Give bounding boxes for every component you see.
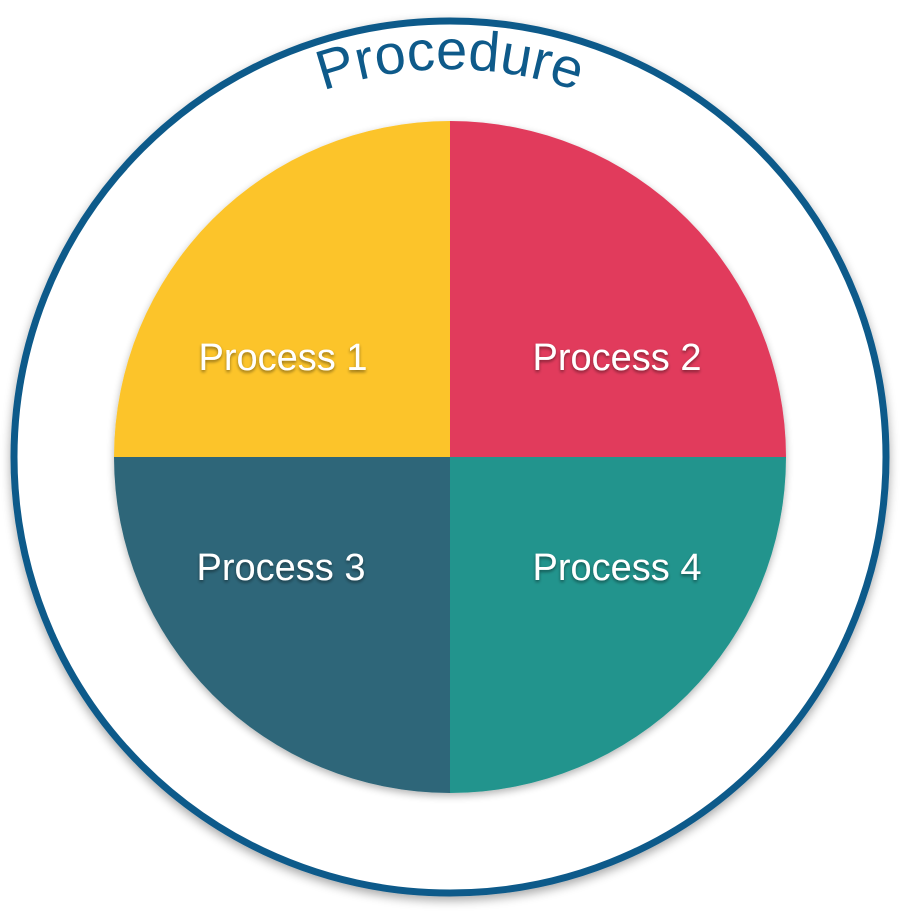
process-pie [114,121,786,793]
process-2-quadrant [450,121,786,457]
process-1-label: Process 1 [199,337,368,379]
process-3-quadrant [114,457,450,793]
process-4-label: Process 4 [533,547,702,589]
process-3-label: Process 3 [197,547,366,589]
process-2-label: Process 2 [533,337,702,379]
process-4-quadrant [450,457,786,793]
process-1-quadrant [114,121,450,457]
